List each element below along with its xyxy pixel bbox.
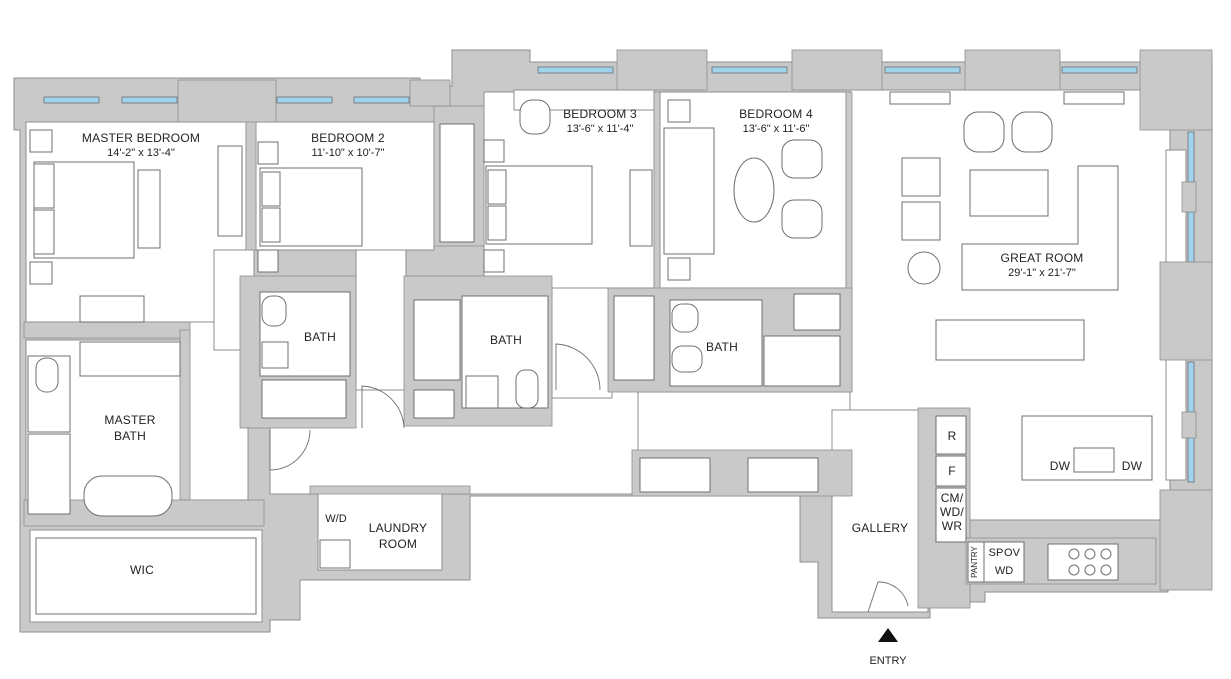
bath-fixtures	[27, 291, 841, 517]
kitchen-dw-right: DW	[1122, 459, 1143, 473]
master-bed	[29, 129, 243, 323]
entry-label: ENTRY	[869, 655, 907, 667]
great-room-dims: 29'-1" x 21'-7"	[1008, 267, 1076, 279]
kitchen-ov: OV	[1004, 547, 1021, 559]
bedroom-3-bed	[483, 99, 653, 273]
bedroom-4-dims: 13'-6" x 11'-6"	[743, 123, 810, 135]
gallery-label: GALLERY	[852, 521, 909, 535]
entry-arrow-icon	[878, 628, 898, 642]
kitchen-appliances	[935, 415, 1119, 583]
bedroom-2-bed	[257, 123, 475, 273]
door-swings	[269, 343, 909, 613]
master-bedroom-dims: 14'-2" x 13'-4"	[107, 147, 175, 159]
floor-areas	[25, 89, 1187, 623]
bedroom-4-title: BEDROOM 4	[739, 107, 813, 121]
entry-marker: ENTRY	[869, 628, 907, 667]
bedroom-3-dims: 13'-6" x 11'-4"	[567, 123, 634, 135]
master-bath-line1: MASTER	[104, 413, 155, 427]
kitchen-pantry: PANTRY	[970, 545, 979, 577]
bath-3-label: BATH	[706, 340, 738, 354]
kitchen-dw-left: DW	[1050, 459, 1071, 473]
master-bath-line2: BATH	[114, 429, 146, 443]
structural-columns	[177, 49, 1213, 591]
room-labels: MASTER BEDROOM 14'-2" x 13'-4" BEDROOM 2…	[82, 107, 1143, 578]
great-room-title: GREAT ROOM	[1001, 251, 1084, 265]
kitchen-wd: WD	[995, 565, 1013, 577]
master-bedroom-title: MASTER BEDROOM	[82, 131, 200, 145]
kitchen-cm-1: CM/	[941, 491, 964, 505]
bedroom-2-title: BEDROOM 2	[311, 131, 385, 145]
laundry-wd-label: W/D	[325, 513, 346, 525]
bath-1-label: BATH	[304, 330, 336, 344]
bath-2-label: BATH	[490, 333, 522, 347]
bedroom-2-dims: 11'-10" x 10'-7"	[312, 147, 385, 159]
bedroom-3-title: BEDROOM 3	[563, 107, 637, 121]
bedroom-4-furniture	[663, 99, 823, 281]
kitchen-sp: SP	[989, 547, 1004, 559]
kitchen-r: R	[948, 429, 957, 443]
kitchen-f: F	[948, 464, 956, 478]
kitchen-cm-2: WD/	[940, 505, 964, 519]
laundry-line1: LAUNDRY	[369, 521, 428, 535]
great-room-furniture	[889, 91, 1153, 481]
laundry-line2: ROOM	[379, 537, 417, 551]
wic-label: WIC	[130, 563, 154, 577]
closets	[35, 457, 819, 615]
kitchen-cm-3: WR	[942, 519, 963, 533]
